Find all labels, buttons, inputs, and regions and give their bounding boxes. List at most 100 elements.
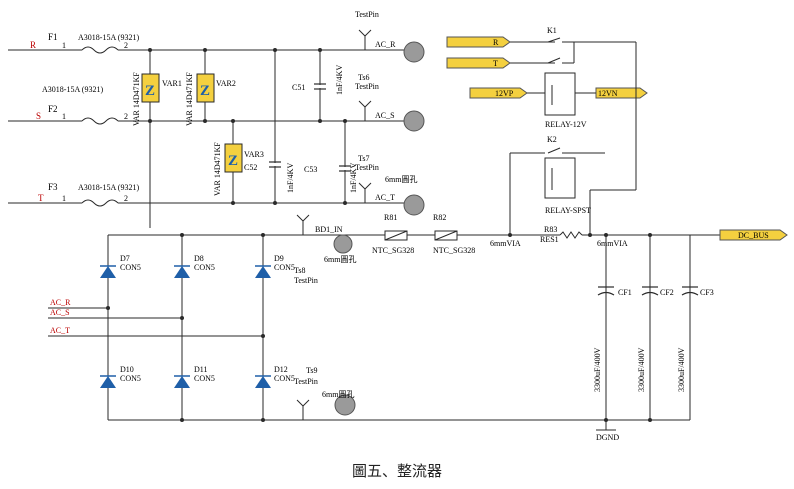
hole-label-bottom: 6mm圓孔 xyxy=(322,390,354,399)
net-s-label: S xyxy=(36,111,41,121)
ts9-ref: Ts9 xyxy=(306,366,317,375)
d10-ref: D10 xyxy=(120,365,134,374)
fuse-f3-part: A3018-15A (9321) xyxy=(78,183,139,192)
d12-ref: D12 xyxy=(274,365,288,374)
relay-k2-ref: K2 xyxy=(547,135,557,144)
d12-part: CON5 xyxy=(274,374,295,383)
capacitor-cf3 xyxy=(681,286,699,296)
r82-part: NTC_SG328 xyxy=(433,246,475,255)
bridge-ac-t: AC_T xyxy=(50,326,70,335)
relay-wires xyxy=(509,37,637,235)
relay-k2-part: RELAY-SPST xyxy=(545,206,591,215)
d11-ref: D11 xyxy=(194,365,207,374)
ac-r-net: AC_R xyxy=(375,40,396,49)
svg-text:Z: Z xyxy=(200,83,210,99)
d10-part: CON5 xyxy=(120,374,141,383)
cf2-ref: CF2 xyxy=(660,288,674,297)
bridge-dots xyxy=(106,233,652,422)
via-left: 6mmVIA xyxy=(490,239,521,248)
ts9-label: TestPin xyxy=(294,377,318,386)
var3-ref: VAR3 xyxy=(244,150,264,159)
cf2-value: 3300uF/400V xyxy=(637,347,646,392)
fuse-f1-ref: F1 xyxy=(48,32,58,42)
relay-k1-ref: K1 xyxy=(547,26,557,35)
fuse-f2-pin2: 2 xyxy=(124,112,128,121)
var2-part: VAR 14D471KF xyxy=(185,72,194,126)
c53-ref: C53 xyxy=(304,165,317,174)
diode-d8 xyxy=(174,265,190,278)
fuse-f1-pin1: 1 xyxy=(62,41,66,50)
cf1-ref: CF1 xyxy=(618,288,632,297)
relay-k2-coil xyxy=(544,157,576,199)
ts5-label: TestPin xyxy=(355,10,379,19)
diode-d7 xyxy=(100,265,116,278)
resistor-r83 xyxy=(559,231,583,239)
ts6-label: TestPin xyxy=(355,82,379,91)
junction-dots xyxy=(148,48,347,205)
var1-part: VAR 14D471KF xyxy=(132,72,141,126)
hole-label-mid: 6mm圓孔 xyxy=(324,255,356,264)
bd1-in-net: BD1_IN xyxy=(315,225,343,234)
svg-text:Z: Z xyxy=(145,83,155,99)
var1-ref: VAR1 xyxy=(162,79,182,88)
var2-ref: VAR2 xyxy=(216,79,236,88)
signal-t: T xyxy=(493,59,498,68)
mounting-hole-r xyxy=(403,41,425,63)
ts7-ref: Ts7 xyxy=(358,154,369,163)
fuse-f2-part: A3018-15A (9321) xyxy=(42,85,103,94)
r81-ref: R81 xyxy=(384,213,397,222)
c53-value: 1nF/4KV xyxy=(349,163,358,193)
capacitor-cf2 xyxy=(641,286,659,296)
hole-label-top: 6mm圓孔 xyxy=(385,175,417,184)
d9-part: CON5 xyxy=(274,263,295,272)
c51-ref: C51 xyxy=(292,83,305,92)
relay-k1-coil xyxy=(544,72,576,116)
relay-k1-part: RELAY-12V xyxy=(545,120,587,129)
c52-ref: C52 xyxy=(244,163,257,172)
var3-part: VAR 14D471KF xyxy=(213,142,222,196)
fuse-f3-pin1: 1 xyxy=(62,194,66,203)
fuse-f1-pin2: 2 xyxy=(124,41,128,50)
mounting-hole-gnd xyxy=(334,394,356,416)
c51-value: 1nF/4KV xyxy=(335,65,344,95)
cf3-value: 3300uF/400V xyxy=(677,347,686,392)
fuse-f1-part: A3018-15A (9321) xyxy=(78,33,139,42)
d8-part: CON5 xyxy=(194,263,215,272)
ts8-label: TestPin xyxy=(294,276,318,285)
cf1-value: 3300uF/400V xyxy=(593,347,602,392)
d7-ref: D7 xyxy=(120,254,130,263)
r82-ref: R82 xyxy=(433,213,446,222)
d8-ref: D8 xyxy=(194,254,204,263)
net-t-label: T xyxy=(38,193,44,203)
bridge-ac-r: AC_R xyxy=(50,298,71,307)
ts7-label: TestPin xyxy=(355,163,379,172)
mounting-hole-bd1 xyxy=(333,234,353,254)
dc-bus-label: DC_BUS xyxy=(738,231,769,240)
dc-bus-port xyxy=(719,229,788,241)
diode-d9 xyxy=(255,265,271,278)
varistor-var2: Z xyxy=(196,73,215,103)
ac-t-net: AC_T xyxy=(375,193,395,202)
gnd-label: DGND xyxy=(596,433,619,442)
signal-r: R xyxy=(493,38,499,47)
r83-ref: R83 xyxy=(544,225,557,234)
c52-value: 1nF/4KV xyxy=(286,163,295,193)
bridge-ac-s: AC_S xyxy=(50,308,70,317)
via-right: 6mmVIA xyxy=(597,239,628,248)
ac-s-net: AC_S xyxy=(375,111,395,120)
mounting-hole-t xyxy=(403,194,425,216)
cf3-ref: CF3 xyxy=(700,288,714,297)
relay-inputs xyxy=(446,36,648,99)
signal-12vp: 12VP xyxy=(495,89,514,98)
signal-12vn: 12VN xyxy=(598,89,618,98)
r83-part: RES1 xyxy=(540,235,559,244)
figure-caption: 圖五、整流器 xyxy=(351,462,442,480)
d7-part: CON5 xyxy=(120,263,141,272)
mounting-hole-s xyxy=(403,110,425,132)
diode-d10 xyxy=(100,375,116,388)
svg-text:Z: Z xyxy=(228,153,238,169)
fuse-f3-ref: F3 xyxy=(48,182,58,192)
fuse-f2-pin1: 1 xyxy=(62,112,66,121)
fuse-f3-pin2: 2 xyxy=(124,194,128,203)
